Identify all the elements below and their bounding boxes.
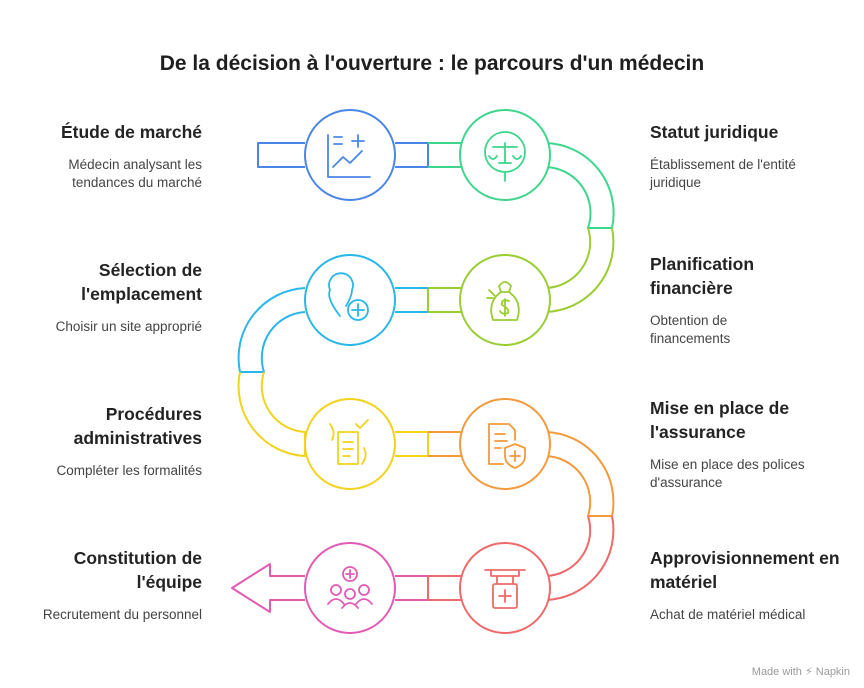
step-title: Statut juridique	[650, 122, 779, 142]
step-node-1	[304, 109, 396, 201]
step-description: Compléter les formalités	[56, 463, 202, 478]
step-administrative-procedures: Procédures administratives Compléter les…	[2, 402, 202, 480]
track-segment	[427, 575, 463, 601]
track-segment	[237, 287, 306, 373]
track-segment	[544, 515, 615, 601]
step-circle	[459, 398, 551, 490]
step-description: Recrutement du personnel	[42, 607, 202, 622]
document-check-icon	[329, 419, 369, 465]
step-insurance-setup: Mise en place de l'assurance Mise en pla…	[650, 396, 850, 492]
step-title: Approvisionnement en matériel	[650, 548, 840, 592]
step-nodes	[304, 109, 551, 634]
step-circle	[304, 398, 396, 490]
track-segment	[544, 431, 615, 517]
step-financial-planning: Planification financière Obtention de fi…	[650, 252, 850, 348]
track-segment	[231, 563, 305, 613]
step-title: Planification financière	[650, 254, 755, 298]
track-segment	[395, 575, 428, 601]
track-segment	[544, 142, 615, 229]
step-equipment-supply: Approvisionnement en matériel Achat de m…	[650, 546, 850, 624]
track-segment	[395, 142, 429, 168]
step-description: Mise en place des polices d'assurance	[650, 457, 805, 490]
step-node-2	[459, 109, 551, 201]
insurance-document-icon	[488, 423, 526, 469]
scales-icon	[484, 131, 526, 182]
journey-track	[231, 142, 615, 613]
track-segment	[428, 142, 463, 168]
step-node-7	[459, 542, 551, 634]
step-legal-status: Statut juridique Établissement de l'enti…	[650, 120, 850, 192]
medical-equipment-icon	[484, 569, 526, 609]
step-node-4	[304, 254, 396, 346]
track-segment	[427, 287, 463, 313]
track-segment	[544, 227, 615, 313]
step-title: Étude de marché	[60, 122, 202, 142]
step-market-study: Étude de marché Médecin analysant les te…	[2, 120, 202, 192]
step-node-8	[304, 542, 396, 634]
team-icon	[327, 566, 373, 609]
step-description: Médecin analysant les tendances du march…	[68, 157, 202, 190]
step-description: Obtention de financements	[650, 313, 731, 346]
step-title: Procédures administratives	[73, 404, 202, 448]
track-segment	[395, 287, 428, 313]
step-title: Sélection de l'emplacement	[81, 260, 202, 304]
step-title: Mise en place de l'assurance	[650, 398, 790, 442]
step-description: Achat de matériel médical	[650, 607, 806, 622]
track-segment	[428, 431, 463, 457]
step-node-5	[304, 398, 396, 490]
step-node-3	[459, 254, 551, 346]
step-description: Choisir un site approprié	[55, 319, 202, 334]
diagram-title: De la décision à l'ouverture : le parcou…	[159, 52, 705, 75]
track-segment	[237, 371, 306, 457]
step-team-building: Constitution de l'équipe Recrutement du …	[2, 546, 202, 624]
step-circle	[459, 542, 551, 634]
track-segment	[257, 142, 305, 168]
step-location-selection: Sélection de l'emplacement Choisir un si…	[2, 258, 202, 336]
money-bag-icon	[486, 281, 520, 321]
napkin-footer: Made with ⚡ Napkin	[751, 666, 850, 678]
location-plus-icon	[328, 272, 369, 321]
step-circle	[304, 109, 396, 201]
step-description: Établissement de l'entité juridique	[650, 157, 796, 190]
step-title: Constitution de l'équipe	[73, 548, 202, 592]
track-segment	[395, 431, 429, 457]
step-node-6	[459, 398, 551, 490]
step-circle	[304, 542, 396, 634]
chart-plus-icon	[327, 134, 371, 178]
